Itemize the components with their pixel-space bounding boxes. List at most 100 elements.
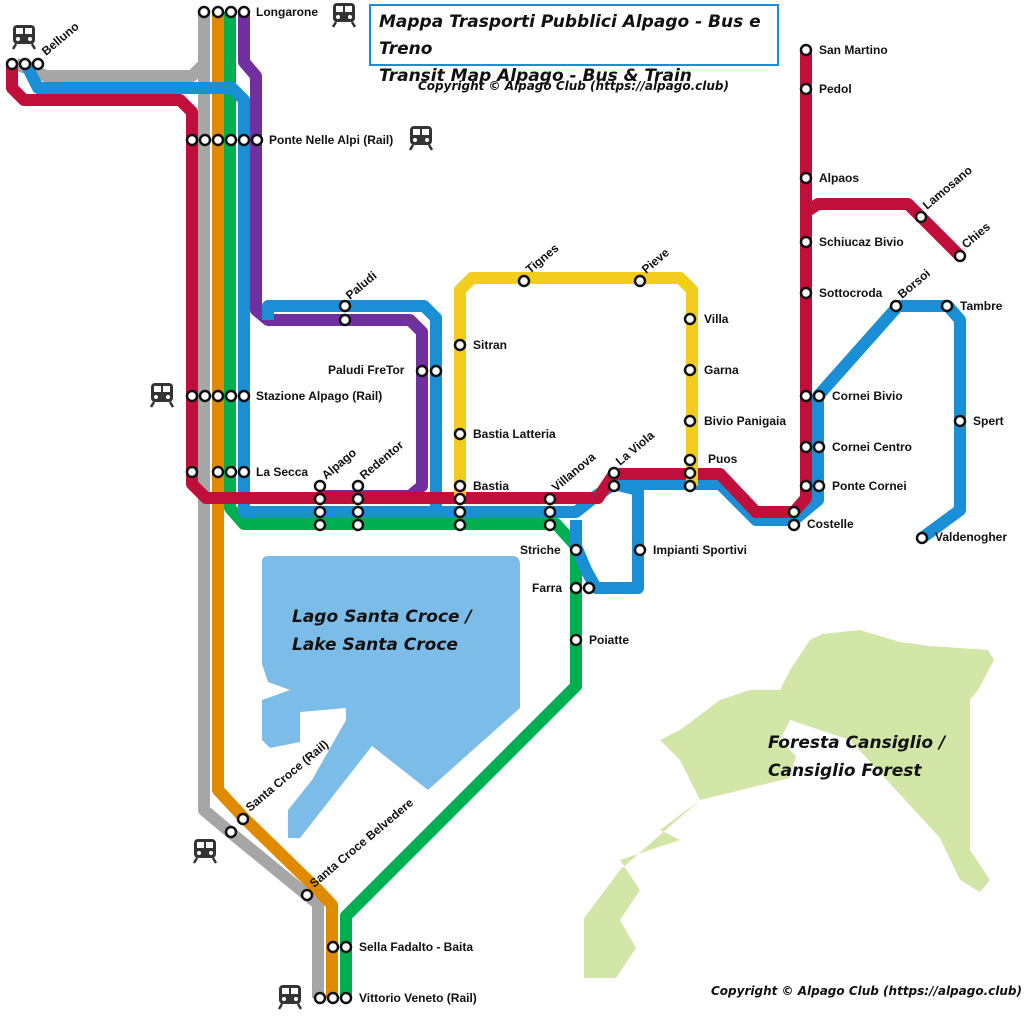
stop-villanova[interactable] xyxy=(543,505,557,519)
stop-longarone[interactable] xyxy=(197,5,211,19)
stop-redentor[interactable] xyxy=(351,505,365,519)
stop-bastia[interactable] xyxy=(453,505,467,519)
stop-sitran[interactable] xyxy=(453,338,467,352)
stop-paludi-fretor[interactable] xyxy=(429,364,443,378)
label-cornei-bivio: Cornei Bivio xyxy=(832,389,903,403)
stop-bastia[interactable] xyxy=(453,518,467,532)
stop-alpago[interactable] xyxy=(313,505,327,519)
stop-villanova[interactable] xyxy=(543,518,557,532)
stop-santa-croce[interactable] xyxy=(236,812,250,826)
route-blue-line-2 xyxy=(262,300,442,512)
stop-ponte-nelle-alpi[interactable] xyxy=(198,133,212,147)
stop-la-viola[interactable] xyxy=(607,479,621,493)
stop-villa[interactable] xyxy=(683,312,697,326)
label-borsoi: Borsoi xyxy=(895,266,933,301)
stop-stazione-alpago[interactable] xyxy=(185,389,199,403)
stop-la-secca[interactable] xyxy=(211,465,225,479)
stop-poiatte[interactable] xyxy=(569,633,583,647)
stop-sella-fadalto[interactable] xyxy=(339,940,353,954)
stop-ponte-cornei[interactable] xyxy=(812,479,826,493)
stop-lamosano[interactable] xyxy=(914,210,928,224)
stop-vittorio-veneto[interactable] xyxy=(326,991,340,1005)
stop-puos[interactable] xyxy=(683,453,697,467)
stop-ponte-nelle-alpi[interactable] xyxy=(237,133,251,147)
stop-stazione-alpago[interactable] xyxy=(198,389,212,403)
stop-chies[interactable] xyxy=(953,249,967,263)
stop-ponte-nelle-alpi[interactable] xyxy=(185,133,199,147)
forest-area xyxy=(584,630,994,978)
stop-ponte-nelle-alpi[interactable] xyxy=(250,133,264,147)
label-spert: Spert xyxy=(973,414,1004,428)
stop-stazione-alpago[interactable] xyxy=(211,389,225,403)
stop-sottocroda[interactable] xyxy=(799,286,813,300)
stop-puos[interactable] xyxy=(683,479,697,493)
stop-alpaos[interactable] xyxy=(799,171,813,185)
label-lamosano: Lamosano xyxy=(920,163,975,212)
stop-santa-croce-belvedere[interactable] xyxy=(300,888,314,902)
stop-vittorio-veneto[interactable] xyxy=(339,991,353,1005)
label-san-martino: San Martino xyxy=(819,43,888,57)
map-title-box: Mappa Trasporti Pubblici Alpago - Bus e … xyxy=(369,4,779,86)
stop-puos[interactable] xyxy=(683,466,697,480)
stop-longarone[interactable] xyxy=(224,5,238,19)
stop-pieve[interactable] xyxy=(633,274,647,288)
stop-belluno[interactable] xyxy=(18,57,32,71)
stop-alpago[interactable] xyxy=(313,492,327,506)
stop-impianti-sportivi[interactable] xyxy=(633,543,647,557)
stop-tambre[interactable] xyxy=(940,299,954,313)
stop-sella-fadalto[interactable] xyxy=(326,940,340,954)
stop-stazione-alpago[interactable] xyxy=(224,389,238,403)
stop-belluno[interactable] xyxy=(31,57,45,71)
stop-borsoi[interactable] xyxy=(889,299,903,313)
stop-cornei-centro[interactable] xyxy=(799,440,813,454)
stop-la-secca[interactable] xyxy=(224,465,238,479)
route-blue-line-3 xyxy=(614,300,966,543)
stop-valdenogher[interactable] xyxy=(915,531,929,545)
stop-paludi[interactable] xyxy=(338,313,352,327)
stop-redentor[interactable] xyxy=(351,492,365,506)
stop-farra[interactable] xyxy=(569,581,583,595)
stop-la-secca[interactable] xyxy=(237,465,251,479)
stop-vittorio-veneto[interactable] xyxy=(313,991,327,1005)
stop-belluno[interactable] xyxy=(5,57,19,71)
label-valdenogher: Valdenogher xyxy=(935,530,1007,544)
stop-ponte-cornei[interactable] xyxy=(799,479,813,493)
stop-costelle[interactable] xyxy=(787,518,801,532)
stop-longarone[interactable] xyxy=(211,5,225,19)
stop-spert[interactable] xyxy=(953,414,967,428)
stop-cornei-bivio[interactable] xyxy=(799,389,813,403)
title-italian: Mappa Trasporti Pubblici Alpago - Bus e … xyxy=(379,12,761,59)
stop-ponte-nelle-alpi[interactable] xyxy=(211,133,225,147)
stop-la-viola[interactable] xyxy=(607,466,621,480)
stop-costelle[interactable] xyxy=(787,505,801,519)
stop-striche[interactable] xyxy=(569,543,583,557)
stop-bivio-panigaia[interactable] xyxy=(683,414,697,428)
stop-longarone[interactable] xyxy=(237,5,251,19)
stop-alpago[interactable] xyxy=(313,479,327,493)
stop-redentor[interactable] xyxy=(351,479,365,493)
stop-alpago[interactable] xyxy=(313,518,327,532)
stop-cornei-centro[interactable] xyxy=(812,440,826,454)
stop-ponte-nelle-alpi[interactable] xyxy=(224,133,238,147)
stop-garna[interactable] xyxy=(683,363,697,377)
route-orange-line xyxy=(212,12,338,998)
stop-cornei-bivio[interactable] xyxy=(812,389,826,403)
stop-redentor[interactable] xyxy=(351,518,365,532)
stop-san-martino[interactable] xyxy=(799,43,813,57)
copyright-bottom: Copyright © Alpago Club (https://alpago.… xyxy=(711,984,1022,998)
stop-la-secca[interactable] xyxy=(185,465,199,479)
stop-santa-croce[interactable] xyxy=(224,825,238,839)
stop-stazione-alpago[interactable] xyxy=(237,389,251,403)
stop-paludi[interactable] xyxy=(338,299,352,313)
copyright-top: Copyright © Alpago Club (https://alpago.… xyxy=(418,79,729,93)
stop-villanova[interactable] xyxy=(543,492,557,506)
stop-bastia[interactable] xyxy=(453,492,467,506)
stop-schiucaz-bivio[interactable] xyxy=(799,235,813,249)
stops xyxy=(5,5,967,1005)
stop-tignes[interactable] xyxy=(517,274,531,288)
stop-bastia-latteria[interactable] xyxy=(453,427,467,441)
stop-paludi-fretor[interactable] xyxy=(415,364,429,378)
stop-pedol[interactable] xyxy=(799,82,813,96)
stop-bastia[interactable] xyxy=(453,479,467,493)
stop-farra[interactable] xyxy=(582,581,596,595)
